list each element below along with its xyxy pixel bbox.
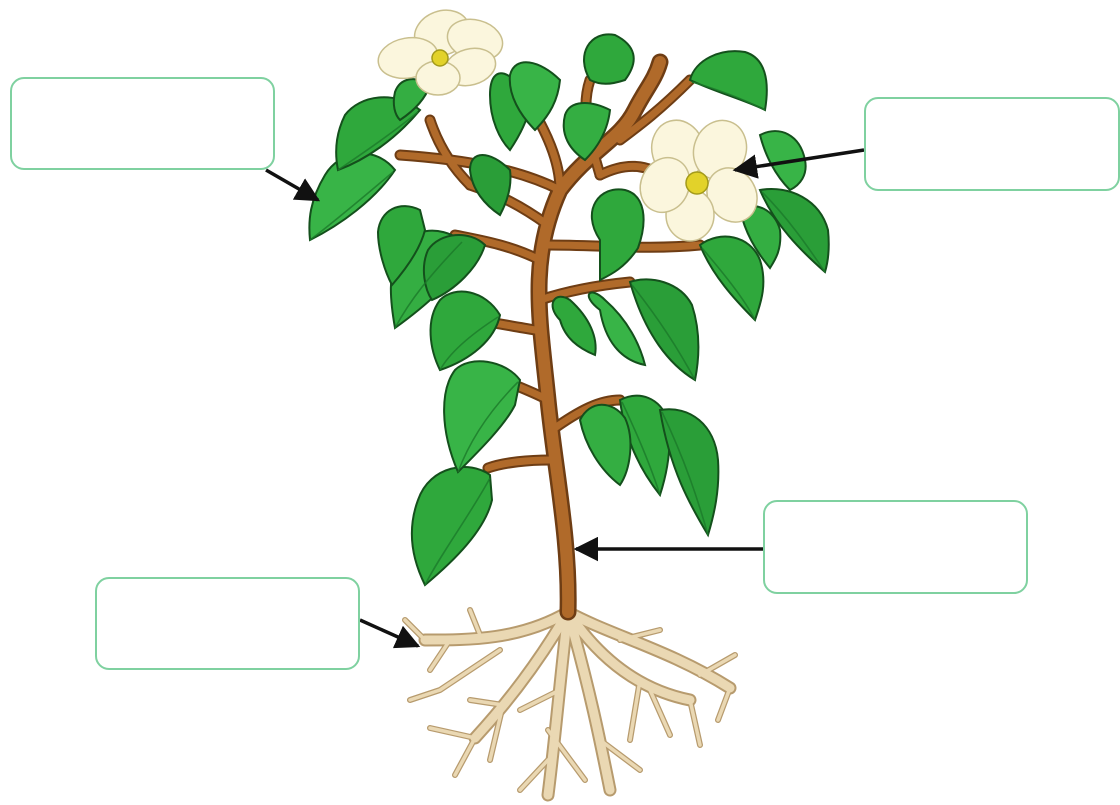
stem-label-box[interactable] xyxy=(763,500,1028,594)
leaf-label-box[interactable] xyxy=(10,77,275,170)
flower-top xyxy=(375,3,507,95)
flower-label-box[interactable] xyxy=(864,97,1120,191)
root-label-box[interactable] xyxy=(95,577,360,670)
arrow-to-leaf xyxy=(266,170,318,200)
